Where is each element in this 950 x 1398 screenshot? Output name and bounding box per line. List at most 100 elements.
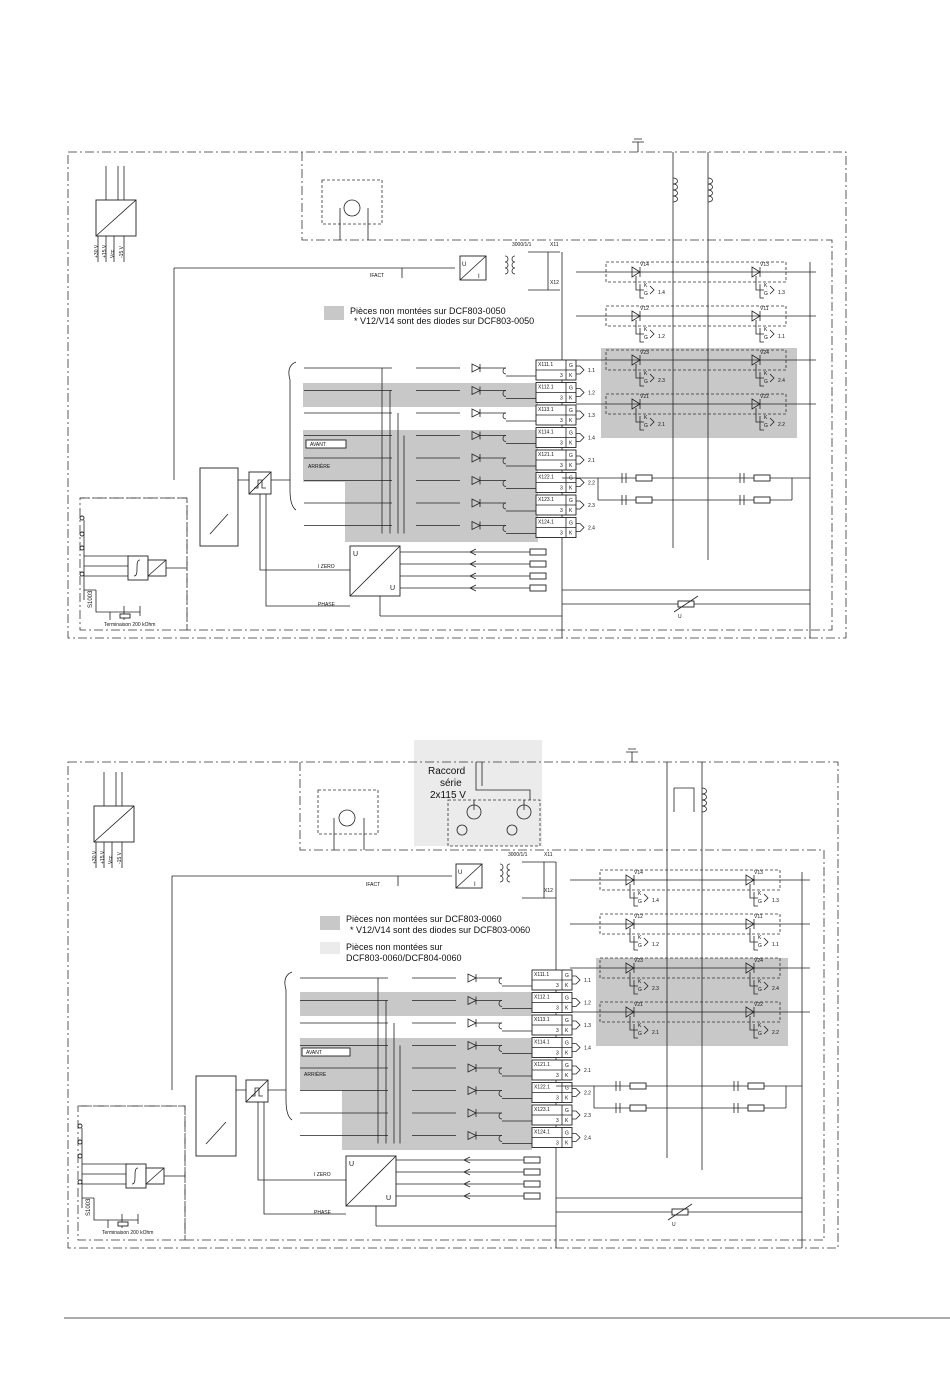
input-resistor [529, 572, 547, 580]
raccord-fan [456, 824, 468, 836]
ground-symbol [632, 138, 644, 152]
connector-gate-letter: G [565, 1108, 569, 1114]
snubber-capacitor [615, 1081, 739, 1113]
outer-frame [67, 151, 847, 639]
thyristor-k-letter: K [644, 415, 648, 421]
thyristor-name: V14 [640, 262, 649, 268]
gate-diode [467, 1018, 477, 1028]
avant-label-box [301, 1047, 351, 1057]
connector-ref: 2.4 [584, 1136, 591, 1142]
input-resistor [523, 1156, 541, 1164]
connector-ref: 2.3 [588, 503, 595, 509]
thyristor-g-letter: G [638, 1031, 642, 1037]
avant-label-box [305, 439, 347, 449]
thyristor-symbol [751, 266, 761, 278]
thyristor-symbol [625, 918, 635, 930]
raccord-meter [466, 804, 482, 820]
x12-label: X12 [550, 280, 559, 286]
connector-ref: 2.1 [588, 458, 595, 464]
snubber-resistor [629, 1104, 647, 1112]
connector-pin: 3 [560, 463, 563, 469]
thyristor-k-letter: K [644, 327, 648, 333]
shade-region [601, 348, 797, 438]
connector-pin: 3 [556, 1028, 559, 1034]
supply-label-15v: +15 V [100, 850, 106, 864]
connector-gate-letter: G [569, 386, 573, 392]
connector-id: X124.1 [538, 520, 554, 526]
raccord-meter [516, 804, 532, 820]
connector-gate-letter: G [569, 453, 573, 459]
ct-coil-left [673, 787, 695, 812]
converter-u-label: U [462, 262, 466, 268]
shade-region [300, 992, 532, 1016]
shade-region [303, 430, 538, 482]
connector-id: X112.1 [538, 385, 554, 391]
connector-cathode-letter: K [569, 373, 573, 379]
meter-box [317, 789, 379, 835]
legend-note-text: * V12/V14 sont des diodes sur DCF803-005… [354, 316, 534, 326]
input-resistor-stack [469, 548, 547, 592]
thyristor-g-letter: G [764, 423, 768, 429]
connector-gate-letter: G [565, 1041, 569, 1047]
termination-label: Terminaison 200 kOhm [104, 622, 155, 628]
shade-region [342, 1090, 532, 1150]
connector-id: X113.1 [538, 407, 554, 413]
thyristor-symbol [625, 1006, 635, 1018]
connector-id: X121.1 [534, 1062, 550, 1068]
input-resistor [523, 1192, 541, 1200]
input-resistor [523, 1180, 541, 1188]
uu-u-bottom: U [386, 1195, 391, 1202]
isolator-block [127, 555, 149, 581]
thyristor-g-letter: G [758, 943, 762, 949]
s1003-label: S1003 [86, 1198, 92, 1216]
connector-gate-letter: G [569, 476, 573, 482]
gate-diode [471, 408, 481, 418]
connector-pin: 3 [560, 531, 563, 537]
connector-cathode-letter: K [565, 983, 569, 989]
thyristor-name: V21 [634, 1002, 643, 1008]
thyristor-k-letter: K [638, 979, 642, 985]
input-resistor [529, 548, 547, 556]
meter-symbol [343, 199, 361, 217]
thyristor-symbol [631, 354, 641, 366]
connector-cathode-letter: K [569, 418, 573, 424]
legend-dark-text: Pièces non montées sur DCF803-0050 [350, 306, 506, 316]
thyristor-k-letter: K [764, 283, 768, 289]
connector-cathode-letter: K [565, 1118, 569, 1124]
shade-region [303, 383, 538, 407]
thyristor-name: V22 [754, 1002, 763, 1008]
connector-cathode-letter: K [569, 531, 573, 537]
thyristor-g-letter: G [638, 943, 642, 949]
shade-region [300, 1038, 532, 1090]
connector-pin: 3 [556, 1073, 559, 1079]
connector-gate-letter: G [569, 431, 573, 437]
thyristor-g-letter: G [764, 335, 768, 341]
legend-light-text-1: Pièces non montées sur [346, 942, 443, 952]
izero-label: I ZERO [314, 1172, 331, 1178]
thyristor-g-letter: G [638, 987, 642, 993]
connector-gate-letter: G [569, 521, 573, 527]
connector-cathode-letter: K [565, 1051, 569, 1057]
thyristor-g-letter: G [758, 899, 762, 905]
thyristor-k-letter: K [764, 371, 768, 377]
connector-cathode-letter: K [569, 486, 573, 492]
connector-pin: 3 [560, 373, 563, 379]
thyristor-g-letter: G [764, 291, 768, 297]
gate-diode [471, 363, 481, 373]
thyristor-k-letter: K [638, 935, 642, 941]
supply-label-m15v: -15 V [119, 245, 125, 258]
thyristor-g-letter: G [758, 987, 762, 993]
connector-gate-letter: G [565, 1018, 569, 1024]
phase-label: PHASE [314, 1210, 332, 1216]
supply-label-vcc: Vcc [110, 249, 116, 258]
ct-coil-right [701, 787, 707, 813]
thyristor-k-letter: K [764, 327, 768, 333]
thyristor-symbol [745, 874, 755, 886]
connector-pin: 3 [556, 1096, 559, 1102]
connector-pin: 3 [560, 508, 563, 514]
connector-cathode-letter: K [565, 1028, 569, 1034]
connector-gate-letter: G [565, 1063, 569, 1069]
connector-ref: 2.4 [588, 526, 595, 532]
raccord-fan [506, 824, 518, 836]
